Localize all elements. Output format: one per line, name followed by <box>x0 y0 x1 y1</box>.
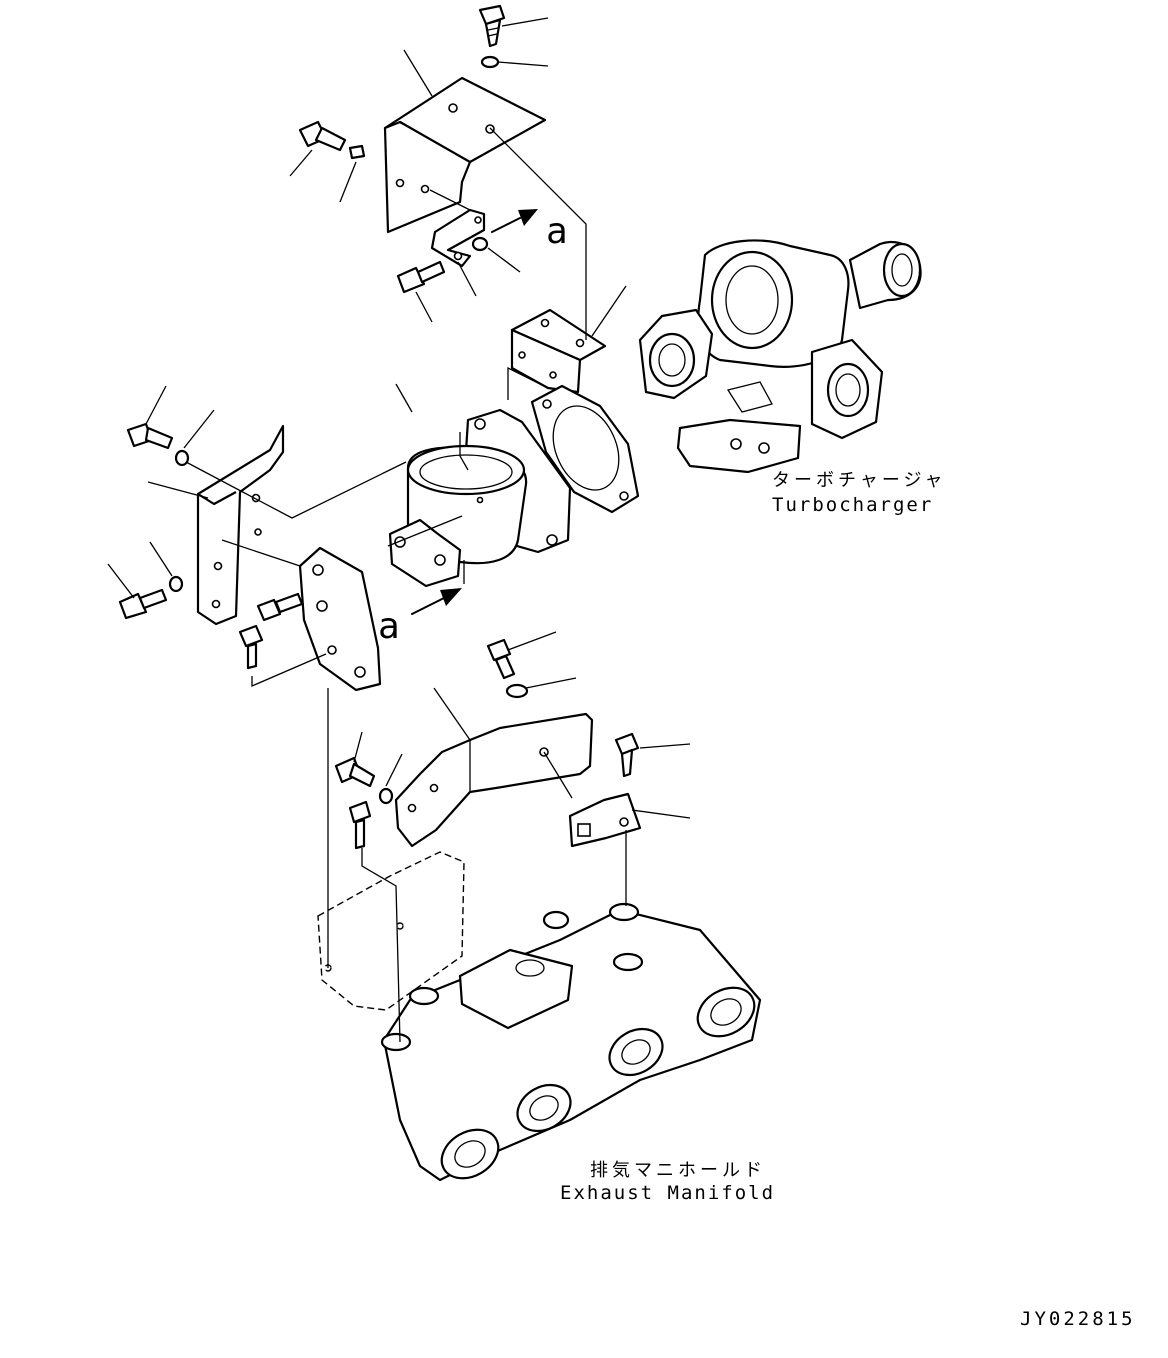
drawing-number: JY022815 <box>1020 1308 1136 1330</box>
small-angle-bracket <box>568 792 642 848</box>
clip-bolt <box>396 260 446 294</box>
side-washer-upper <box>174 449 190 467</box>
flange-bolt-b <box>238 624 264 670</box>
support-bracket <box>510 308 607 394</box>
turbocharger <box>638 239 922 474</box>
flange-plate <box>298 546 382 692</box>
assembly-center-lines <box>185 127 627 1043</box>
exhaust-elbow <box>388 408 572 588</box>
right-bolt <box>614 732 640 778</box>
turbocharger-label-jp: ターボチャージャ <box>772 470 947 491</box>
side-bolt-lower <box>118 588 168 620</box>
side-bracket <box>196 424 285 626</box>
top-bolt <box>478 4 506 48</box>
clip-washer <box>471 236 489 252</box>
left-upper-washer <box>348 144 366 160</box>
side-bolt-upper <box>126 422 174 450</box>
exhaust-manifold <box>380 902 762 1182</box>
lower-bolt-top <box>486 638 516 680</box>
small-clip <box>430 208 486 268</box>
view-arrow-top <box>491 209 538 233</box>
lower-washer-top <box>505 683 529 699</box>
view-marker-a-bottom: a <box>378 606 400 647</box>
leader-lines <box>107 17 691 819</box>
lower-left-bolt <box>334 756 376 788</box>
left-upper-bolt <box>298 120 347 152</box>
lower-left-washer <box>378 787 394 805</box>
manifold-label-jp: 排気マニホールド <box>590 1160 766 1181</box>
upper-bracket <box>383 76 547 234</box>
view-arrow-bottom <box>411 588 462 615</box>
flange-bolt-a <box>256 592 304 622</box>
turbocharger-label-en: Turbocharger <box>772 494 934 516</box>
turbo-gasket <box>530 384 640 514</box>
side-washer-lower <box>168 575 184 593</box>
lower-vertical-bolt <box>348 800 372 850</box>
view-marker-a-top: a <box>546 211 568 252</box>
long-bracket <box>394 712 594 848</box>
top-washer <box>480 55 500 69</box>
manifold-label-en: Exhaust Manifold <box>560 1182 776 1204</box>
